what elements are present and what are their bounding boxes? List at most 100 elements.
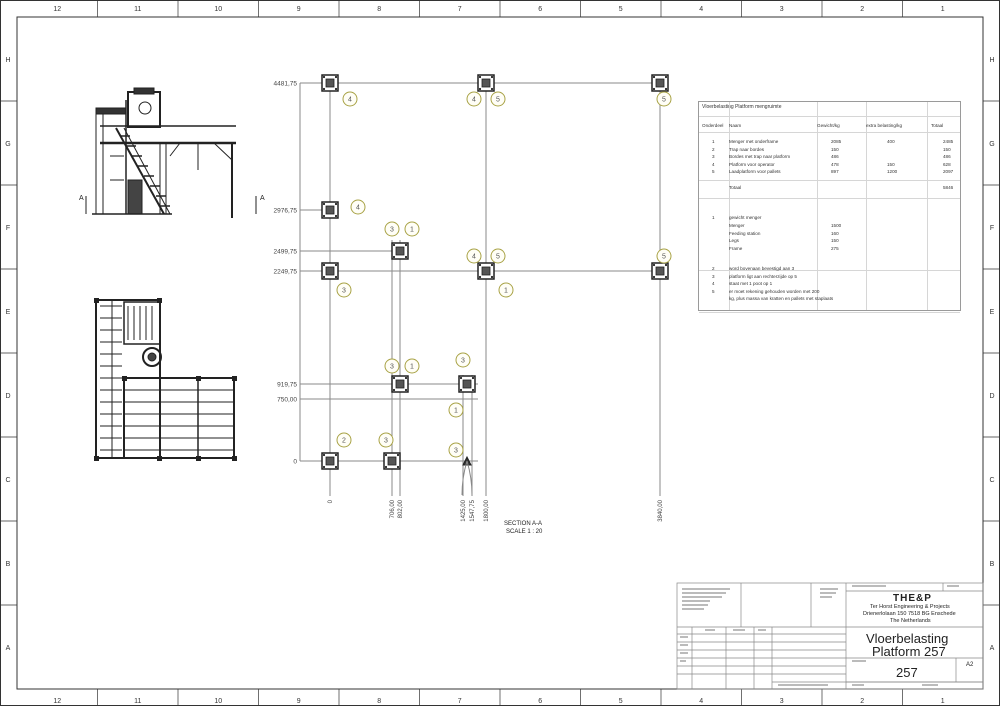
item-balloon: 3: [455, 352, 471, 368]
company-name: Ter Horst Engineering & Projects: [870, 604, 950, 610]
column-base-plate: [321, 262, 339, 280]
load-table-weight: 486: [831, 154, 839, 159]
load-table-breakdown-weight: 160: [831, 230, 839, 236]
zone-column-label: 5: [619, 698, 623, 705]
drawing-number: 257: [896, 665, 918, 680]
zone-column-label: 6: [538, 6, 542, 13]
svg-text:5: 5: [662, 97, 666, 104]
zone-column-label: 1: [941, 698, 945, 705]
top-plan-view: [94, 298, 237, 461]
item-balloon: 5: [656, 91, 672, 107]
load-table-extra: 1200: [887, 169, 898, 174]
zone-column-label: 1: [941, 6, 945, 13]
item-balloon: 4: [350, 199, 366, 215]
svg-text:4: 4: [356, 205, 360, 212]
column-base-plate: [651, 74, 669, 92]
svg-text:4: 4: [472, 97, 476, 104]
load-table-total-value: 5846: [943, 185, 954, 190]
column-base-plate: [651, 262, 669, 280]
svg-text:3: 3: [461, 358, 465, 365]
plan-x-dimension: 802,00: [398, 499, 404, 518]
zone-column-label: 7: [458, 698, 462, 705]
load-table-note: platform ligt aan rechterzijde op 5: [729, 273, 797, 279]
item-balloon: 5: [490, 248, 506, 264]
load-table-breakdown-item: Feeding station: [729, 230, 761, 236]
load-table-note: staat met 1 poot op 1: [729, 281, 773, 286]
item-balloon: 1: [448, 402, 464, 418]
load-table-name: Menger met onderframe: [729, 139, 779, 144]
plan-x-dimension: 706,00: [390, 499, 396, 518]
load-table-index: 4: [712, 161, 715, 167]
company-country: The Netherlands: [890, 618, 931, 624]
load-table-note: kg, plus massa van kratten en pallets me…: [729, 296, 834, 301]
zone-column-label: 2: [860, 698, 864, 705]
zone-column-label: 12: [53, 6, 61, 13]
zone-column-label: 5: [619, 6, 623, 13]
svg-text:2: 2: [342, 438, 346, 445]
svg-text:5: 5: [662, 254, 666, 261]
zone-column-label: 11: [134, 6, 141, 13]
load-table-note: word bovenaan bevestigd aan 3: [729, 266, 795, 271]
zone-row-label: E: [6, 309, 11, 316]
column-base-plate: [321, 452, 339, 470]
zone-column-label: 3: [780, 6, 784, 13]
load-table-note-index: 2: [712, 266, 715, 271]
load-table-weight: 897: [831, 169, 839, 174]
zone-column-label: 6: [538, 698, 542, 705]
plan-x-dimension: 1800,00: [484, 499, 490, 521]
item-balloon: 1: [498, 282, 514, 298]
column-base-plate: [391, 242, 409, 260]
zone-column-label: 11: [134, 698, 141, 705]
load-table-total: 2485: [943, 139, 954, 144]
company-address: Drienerlolaan 150 7518 BG Enschede: [863, 611, 956, 617]
svg-text:3: 3: [342, 288, 346, 295]
load-table: Vloerbelasting Platform mengruimte Onder…: [698, 101, 961, 313]
zone-column-label: 4: [699, 6, 703, 13]
zone-column-label: 8: [377, 698, 381, 705]
zone-row-label: B: [6, 561, 11, 568]
svg-text:3: 3: [390, 364, 394, 371]
section-mark-left: A: [79, 195, 84, 202]
column-base-plate: [321, 74, 339, 92]
load-table-name: Trap naar bordes: [729, 146, 765, 152]
zone-row-label: A: [6, 645, 11, 652]
svg-text:3: 3: [384, 438, 388, 445]
company-logo: THE&P: [893, 593, 932, 604]
zone-column-label: 7: [458, 6, 462, 13]
sheet-size: A2: [966, 662, 974, 668]
column-base-plate: [321, 201, 339, 219]
zone-row-label: H: [989, 57, 994, 64]
zone-column-label: 8: [377, 6, 381, 13]
load-table-total-label: Totaal: [729, 185, 742, 190]
plan-y-dimension: 2499,75: [274, 249, 298, 256]
column-base-plate: [477, 262, 495, 280]
plan-y-dimension: 919,75: [277, 382, 297, 389]
load-table-breakdown-weight: 1500: [831, 223, 842, 228]
zone-row-label: E: [990, 309, 995, 316]
plan-x-dimension: 0: [328, 499, 334, 503]
zone-row-label: D: [5, 393, 10, 400]
zone-row-label: A: [990, 645, 995, 652]
plan-y-dimension: 0: [293, 459, 297, 466]
plan-y-dimension: 750,00: [277, 397, 297, 404]
zone-row-label: G: [989, 141, 994, 148]
load-table-total: 486: [943, 154, 951, 159]
load-table-total: 628: [943, 161, 951, 167]
load-table-header: Gewicht/kg: [817, 123, 840, 128]
item-balloon: 3: [378, 432, 394, 448]
zone-row-label: H: [5, 57, 10, 64]
svg-text:5: 5: [496, 254, 500, 261]
zone-column-label: 9: [297, 698, 301, 705]
column-base-plate: [383, 452, 401, 470]
item-balloon: 2: [336, 432, 352, 448]
item-balloon: 4: [342, 91, 358, 107]
load-table-weight: 150: [831, 146, 839, 152]
load-table-note-index: 3: [712, 273, 715, 279]
section-label-scale: SCALE 1 : 20: [506, 529, 543, 535]
zone-column-label: 10: [214, 698, 222, 705]
plan-x-dimension: 1547,75: [470, 499, 476, 521]
plan-y-dimension: 2249,75: [274, 269, 298, 276]
